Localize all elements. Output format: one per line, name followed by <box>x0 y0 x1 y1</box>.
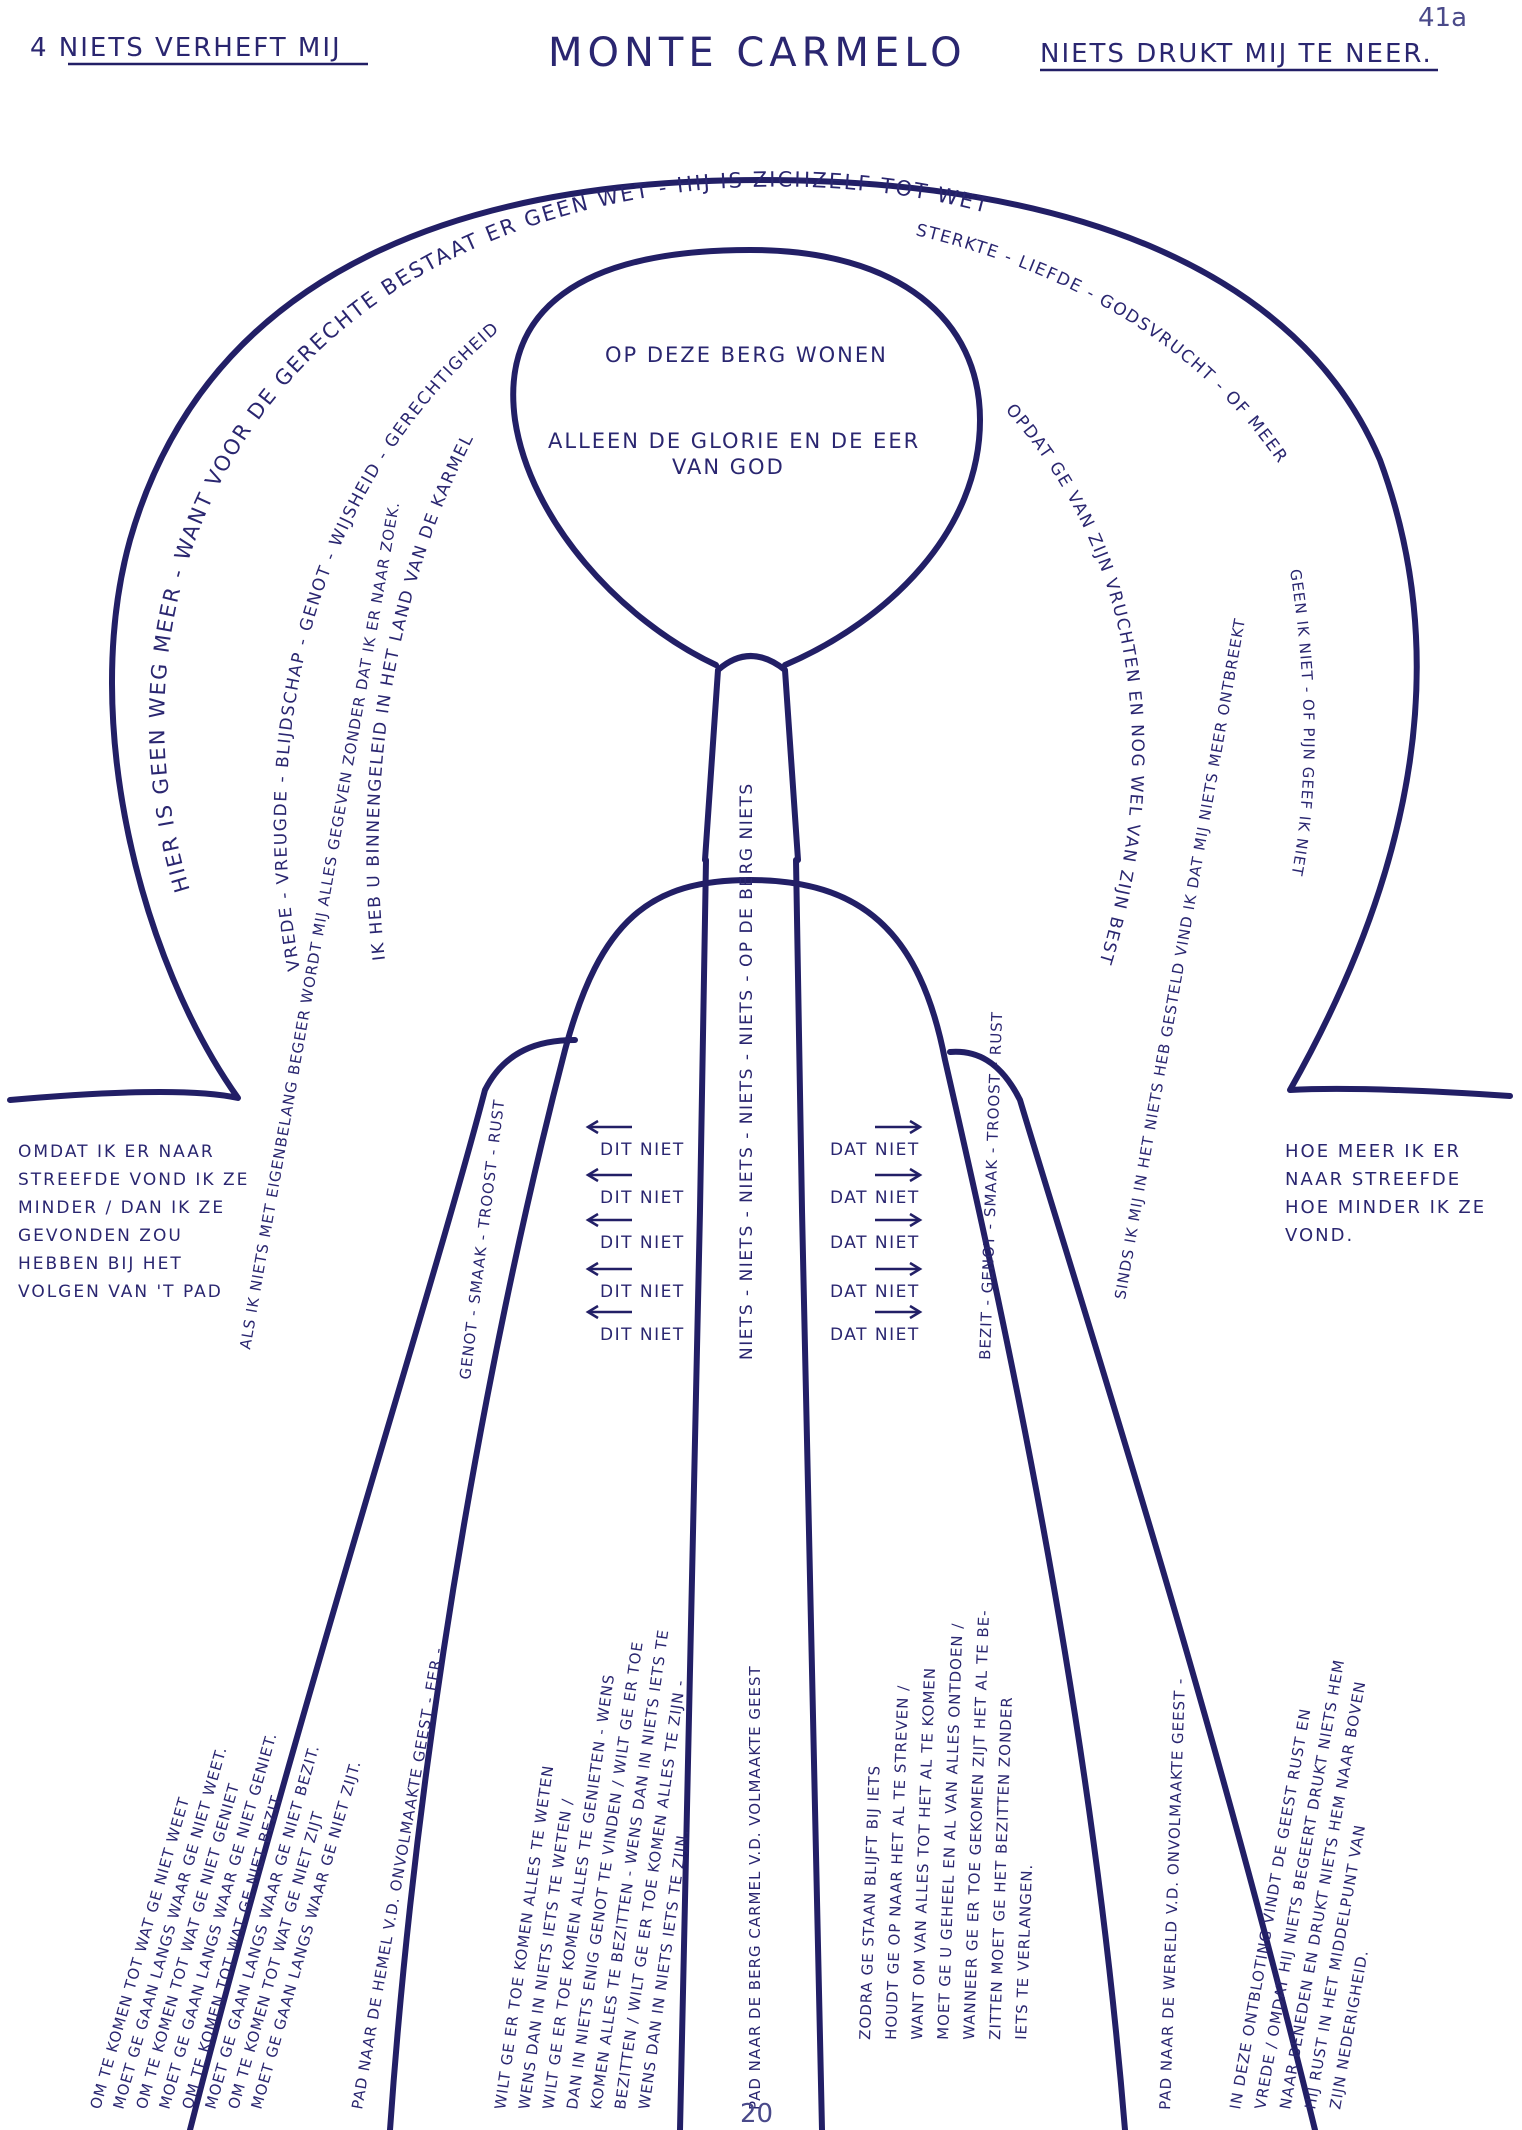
right-lower-path-label: pad naar de wereld v.d. onvolmaakte gees… <box>1156 1677 1189 2110</box>
arrow-head-icon <box>585 1119 599 1135</box>
arrow-head-icon <box>909 1167 923 1183</box>
arrow-head-icon <box>909 1212 923 1228</box>
dit-niet-label: dit niet <box>600 1140 685 1160</box>
arrow-head-icon <box>585 1261 599 1277</box>
bottom-text-far-left: om te komen tot wat ge niet weetmoet ge … <box>87 1730 365 2111</box>
bottom-text-line: want om van alles tot het al te komen <box>908 1667 939 2040</box>
center-path-label: niets - niets - niets - niets - niets - … <box>737 782 757 1360</box>
arrow-head-icon <box>585 1304 599 1320</box>
arrow-head-icon <box>909 1304 923 1320</box>
bottom-text-line: iets te verlangen. <box>1012 1863 1036 2040</box>
arc-right-outer-text: geen ik niet - of pijn geef ik niet <box>1286 568 1318 878</box>
header-left: 4 Niets verheft mij <box>30 33 342 63</box>
arrow-head-icon <box>909 1261 923 1277</box>
header-right: Niets drukt mij te neer. <box>1040 39 1433 69</box>
summit-line-2: alleen de glorie en de eer <box>548 429 920 453</box>
summit-line-1: op deze berg wonen <box>605 343 888 367</box>
summit-line-3: van God <box>672 455 785 479</box>
dat-niet-label: dat niet <box>830 1188 920 1208</box>
dat-niet-label: dat niet <box>830 1282 920 1302</box>
center-path-left <box>677 857 709 2130</box>
left-flank <box>187 1037 578 2130</box>
page-title: Monte Carmelo <box>548 30 967 76</box>
bottom-text-far-right: in deze ontbloting vindt de geest rust e… <box>1226 1658 1372 2111</box>
arc-right-mid-text: sterkte - liefde - godsvrucht - of meer <box>914 220 1292 467</box>
arrow-head-icon <box>585 1212 599 1228</box>
bottom-text-line: zitten moet ge het bezitten zonder <box>986 1696 1016 2040</box>
bottom-text-center-right: zodra ge staan blijft bij ietshoudt ge o… <box>856 1609 1036 2040</box>
dit-niet-label: dit niet <box>600 1325 685 1345</box>
bottom-text-line: zodra ge staan blijft bij iets <box>856 1765 884 2041</box>
bottom-text-line: houdt ge op naar het al te streven / <box>882 1684 912 2040</box>
page-number-top: 41a <box>1418 3 1467 33</box>
right-flank <box>947 1048 1318 2130</box>
left-arrow-group: dit niet dit niet dit niet dit niet dit niet <box>585 1119 685 1345</box>
side-note-left-outer: omdat ik er naar streefde vond ik ze min… <box>18 1142 247 1302</box>
dit-niet-label: dit niet <box>600 1188 685 1208</box>
right-arrow-group: dat niet dat niet dat niet dat niet dat niet <box>830 1119 923 1345</box>
dit-niet-label: dit niet <box>600 1233 685 1253</box>
center-lower-path-label: pad naar de berg Carmel v.d. volmaakte g… <box>746 1665 764 2110</box>
dat-niet-label: dat niet <box>830 1233 920 1253</box>
arrow-head-icon <box>585 1167 599 1183</box>
summit-circle <box>510 247 983 668</box>
summit-neck <box>702 653 801 863</box>
mountain-dome <box>387 877 1128 2130</box>
outer-arch <box>7 177 1513 1103</box>
dit-niet-label: dit niet <box>600 1282 685 1302</box>
dat-niet-label: dat niet <box>830 1140 920 1160</box>
arrow-head-icon <box>909 1119 923 1135</box>
bottom-text-center-left: wilt ge er toe komen alles te wetenwens … <box>491 1628 692 2111</box>
page-number-bottom: 20 <box>740 2099 773 2129</box>
arc-left-inner-text: ik heb u binnengeleid in het land van de… <box>364 430 479 961</box>
center-path-right <box>793 857 825 2130</box>
side-note-right-outer: hoe meer ik er naar streefde hoe minder … <box>1285 1141 1484 1246</box>
dat-niet-label: dat niet <box>830 1325 920 1345</box>
